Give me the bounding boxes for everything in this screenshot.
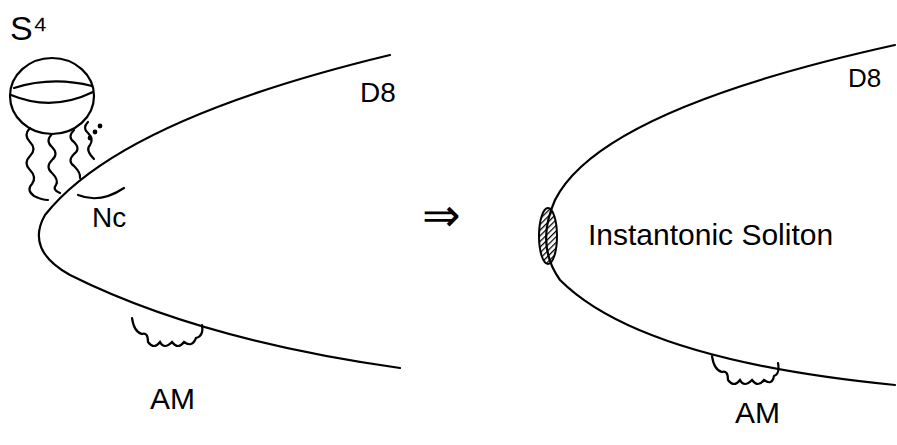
string [71,130,81,178]
gauge-field [712,356,779,384]
dots [94,131,97,134]
field-label: AM [735,396,780,429]
sphere-equator [11,92,93,103]
instanton-blob [539,208,557,264]
field-label: AM [150,382,195,415]
color-number-label: Nc [92,203,126,234]
sphere-equator [14,81,92,88]
string [49,134,61,193]
string [27,128,49,200]
bracket [78,188,124,198]
brane-label: D8 [360,78,396,109]
dots [99,125,102,128]
s4-sphere [10,58,94,134]
sphere-label: S⁴ [10,10,47,47]
brane-label: D8 [848,64,881,93]
soliton-label: Instantonic Soliton [588,218,893,251]
arrow-symbol: ⇒ [422,190,461,241]
d8-brane [546,45,895,385]
string [85,122,94,159]
gauge-field [132,318,202,346]
